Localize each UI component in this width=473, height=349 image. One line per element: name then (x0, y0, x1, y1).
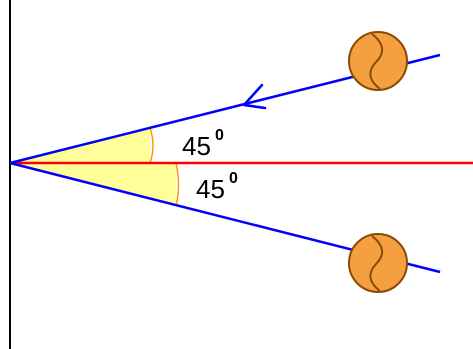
arrowhead-icon (242, 83, 267, 110)
upper-angle-label: 45 0 (182, 127, 224, 161)
ball-icon (348, 233, 408, 293)
lower-angle-arc (175, 162, 180, 207)
lower-angle-label: 45 0 (196, 170, 238, 204)
upper-angle-arc (149, 127, 154, 164)
ball-icon (348, 31, 408, 91)
